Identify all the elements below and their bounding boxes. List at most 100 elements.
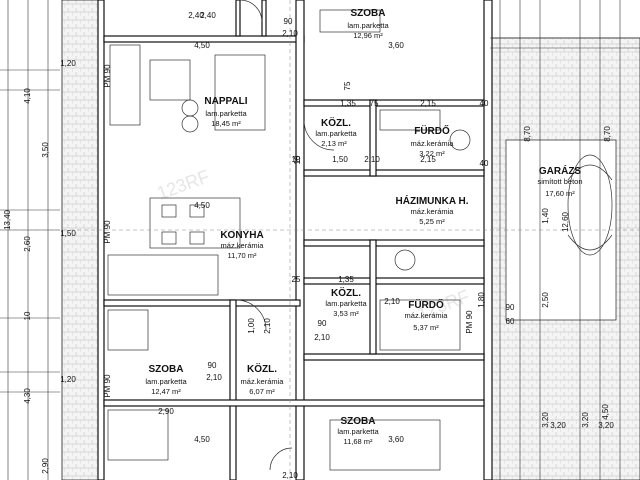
svg-text:lam.parketta: lam.parketta (145, 377, 187, 386)
svg-text:2,10: 2,10 (206, 373, 222, 382)
svg-text:lam.parketta: lam.parketta (347, 21, 389, 30)
svg-text:11,68 m²: 11,68 m² (343, 437, 373, 446)
svg-text:2,10: 2,10 (384, 297, 400, 306)
svg-text:75: 75 (370, 99, 379, 108)
svg-text:5,37 m²: 5,37 m² (413, 323, 439, 332)
svg-text:FÜRDŐ: FÜRDŐ (408, 298, 444, 311)
svg-text:1,20: 1,20 (60, 375, 76, 384)
svg-text:2,60: 2,60 (23, 236, 32, 252)
svg-text:40: 40 (480, 159, 489, 168)
svg-text:12,47 m²: 12,47 m² (151, 387, 181, 396)
svg-text:40: 40 (480, 99, 489, 108)
svg-text:17,60 m²: 17,60 m² (545, 189, 575, 198)
svg-text:4,50: 4,50 (601, 404, 610, 420)
room-kozl-2: KÖZL. lam.parketta 3,53 m² (325, 286, 367, 318)
vertical-dimension-labels: 4,10 3,50 13,40 1,20 1,50 2,60 10 4,30 2… (3, 59, 612, 474)
left-exterior-wall (61, 0, 99, 480)
svg-text:75: 75 (343, 81, 352, 90)
svg-text:8,70: 8,70 (603, 126, 612, 142)
right-dimension-lines (490, 0, 640, 480)
svg-text:KÖZL.: KÖZL. (321, 116, 351, 129)
room-szoba-top: SZOBA lam.parketta 12,96 m² (347, 8, 389, 40)
svg-text:8,70: 8,70 (523, 126, 532, 142)
room-szoba-left: SZOBA lam.parketta 12,47 m² (145, 364, 187, 396)
svg-text:KONYHA: KONYHA (220, 230, 263, 241)
svg-text:2,13 m²: 2,13 m² (321, 139, 347, 148)
svg-text:lam.parketta: lam.parketta (325, 299, 367, 308)
svg-text:90: 90 (208, 361, 217, 370)
svg-text:12,96 m²: 12,96 m² (353, 31, 383, 40)
room-furdo-2: FÜRDŐ máz.kerámia 5,37 m² (405, 298, 449, 332)
svg-text:4,50: 4,50 (194, 435, 210, 444)
svg-text:1,00: 1,00 (247, 318, 256, 334)
svg-text:12,60: 12,60 (561, 211, 570, 232)
left-dimension-lines (0, 0, 60, 480)
room-nappali: NAPPALI lam.parketta 18,45 m² (204, 96, 247, 128)
svg-text:KÖZL.: KÖZL. (247, 362, 277, 375)
svg-text:NAPPALI: NAPPALI (204, 96, 247, 107)
svg-text:PM 90: PM 90 (103, 220, 112, 244)
svg-text:PM 90: PM 90 (103, 374, 112, 398)
svg-text:3,50: 3,50 (41, 142, 50, 158)
svg-text:3,20: 3,20 (541, 412, 550, 428)
svg-text:2,15: 2,15 (420, 99, 436, 108)
svg-text:2,10: 2,10 (282, 471, 298, 480)
svg-text:3,60: 3,60 (388, 41, 404, 50)
room-kozl-3: KÖZL. máz.kerámia 6,07 m² (241, 362, 285, 396)
svg-text:1,20: 1,20 (60, 59, 76, 68)
svg-text:4,50: 4,50 (194, 201, 210, 210)
svg-text:10: 10 (23, 311, 32, 320)
svg-text:1,35: 1,35 (338, 275, 354, 284)
svg-text:SZOBA: SZOBA (341, 416, 376, 427)
svg-text:PM 90: PM 90 (103, 64, 112, 88)
svg-text:1,50: 1,50 (332, 155, 348, 164)
svg-text:KÖZL.: KÖZL. (331, 286, 361, 299)
svg-text:2,40: 2,40 (188, 11, 204, 20)
svg-text:2,90: 2,90 (41, 458, 50, 474)
room-garazs: GARÁZS simított beton 17,60 m² (537, 164, 582, 198)
horizontal-dimension-labels: 2,40 2,40 90 2,10 4,50 3,60 1,35 75 2,15… (158, 11, 614, 480)
svg-text:10: 10 (292, 155, 301, 164)
svg-text:4,10: 4,10 (23, 88, 32, 104)
svg-text:4,50: 4,50 (194, 41, 210, 50)
svg-text:3,60: 3,60 (388, 435, 404, 444)
svg-text:3,20: 3,20 (581, 412, 590, 428)
svg-text:3,20: 3,20 (550, 421, 566, 430)
garage-wall (483, 0, 493, 480)
svg-text:máz.kerámia: máz.kerámia (411, 207, 455, 216)
svg-text:1,35: 1,35 (340, 99, 356, 108)
svg-text:máz.kerámia: máz.kerámia (405, 311, 449, 320)
svg-text:3,53 m²: 3,53 m² (333, 309, 359, 318)
room-konyha: KONYHA máz.kerámia 11,70 m² (220, 230, 264, 260)
svg-text:lam.parketta: lam.parketta (315, 129, 357, 138)
svg-text:PM 90: PM 90 (465, 310, 474, 334)
svg-text:lam.parketta: lam.parketta (205, 109, 247, 118)
svg-text:4,30: 4,30 (23, 388, 32, 404)
svg-text:SZOBA: SZOBA (351, 8, 386, 19)
svg-text:máz.kerámia: máz.kerámia (241, 377, 285, 386)
svg-text:2,10: 2,10 (364, 155, 380, 164)
room-labels: SZOBA lam.parketta 12,96 m² NAPPALI lam.… (145, 8, 582, 446)
svg-text:90: 90 (506, 303, 515, 312)
left-inner-wall (97, 0, 105, 480)
svg-text:3,20: 3,20 (598, 421, 614, 430)
svg-text:2,10: 2,10 (263, 318, 272, 334)
svg-text:2,40: 2,40 (200, 11, 216, 20)
svg-text:6,07 m²: 6,07 m² (249, 387, 275, 396)
svg-text:5,25 m²: 5,25 m² (419, 217, 445, 226)
svg-text:lam.parketta: lam.parketta (337, 427, 379, 436)
svg-text:3,22 m²: 3,22 m² (419, 149, 445, 158)
svg-text:máz.kerámia: máz.kerámia (221, 241, 265, 250)
pm-labels: PM 90 PM 90 PM 90 PM 90 (103, 64, 474, 398)
room-furdo-1: FÜRDŐ máz.kerámia 3,22 m² (411, 124, 455, 158)
interior-walls (103, 0, 485, 480)
car-outline (567, 154, 613, 256)
svg-text:2,90: 2,90 (158, 407, 174, 416)
svg-text:2,10: 2,10 (282, 29, 298, 38)
svg-text:1,40: 1,40 (541, 208, 550, 224)
svg-text:GARÁZS: GARÁZS (539, 164, 582, 177)
svg-text:1,80: 1,80 (477, 292, 486, 308)
room-kozl-1: KÖZL. lam.parketta 2,13 m² (315, 116, 357, 148)
